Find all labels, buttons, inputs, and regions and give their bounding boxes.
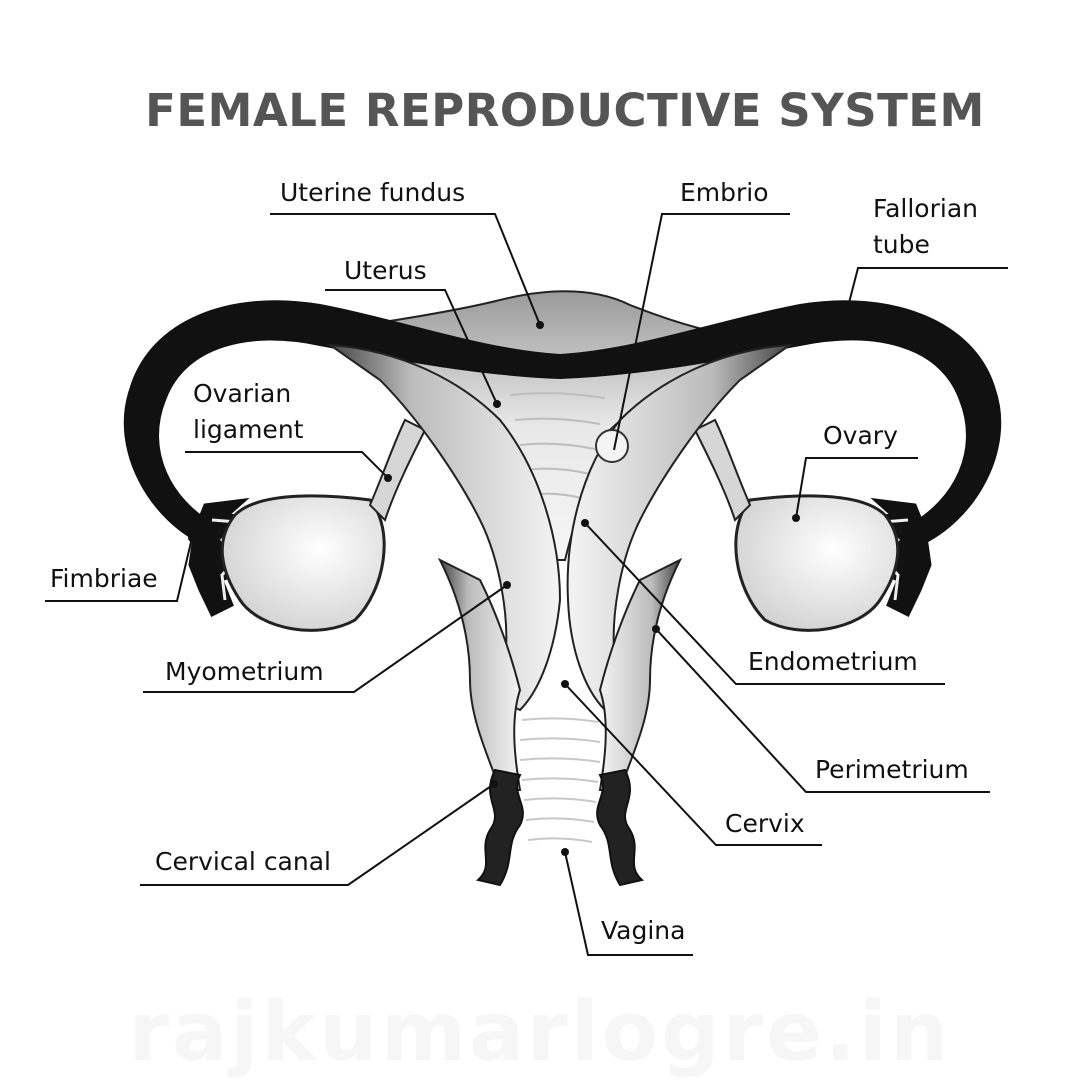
leader-ovary — [795, 457, 918, 519]
leader-myometrium — [143, 584, 508, 693]
diagram-title: FEMALE REPRODUCTIVE SYSTEM — [145, 84, 985, 137]
label-uterine-fundus: Uterine fundus — [280, 178, 466, 207]
pointer-dots — [188, 321, 846, 856]
leader-cervical-canal — [140, 783, 495, 886]
label-ovarian-ligament-line1: Ovarian — [193, 379, 292, 408]
leader-uterus — [325, 289, 498, 405]
label-ovarian-ligament-line2: ligament — [193, 415, 304, 444]
vagina-wall-left — [475, 768, 524, 887]
vagina-rugae — [519, 717, 601, 843]
label-vagina: Vagina — [601, 916, 686, 945]
leader-embrio — [613, 213, 790, 451]
label-fallorian-tube-line2: tube — [873, 230, 930, 259]
label-embrio: Embrio — [680, 178, 769, 207]
label-uterus: Uterus — [344, 256, 427, 285]
ovarian-ligament-left — [368, 418, 427, 522]
ovarian-ligament-right — [693, 418, 752, 522]
label-fallorian-tube-line1: Fallorian — [873, 194, 978, 223]
label-myometrium: Myometrium — [165, 657, 324, 686]
ovary-left — [220, 494, 386, 632]
label-endometrium: Endometrium — [748, 647, 918, 676]
leader-fallorian-tube — [841, 267, 1008, 331]
leader-fimbriae — [45, 537, 193, 602]
leader-cervix — [564, 683, 822, 846]
leader-uterine-fundus — [270, 213, 541, 326]
vagina-wall-right — [596, 768, 645, 887]
leader-endometrium — [584, 522, 945, 685]
watermark: rajkumarlogre.in — [128, 985, 952, 1080]
label-fimbriae: Fimbriae — [50, 564, 158, 593]
label-ovary: Ovary — [823, 421, 898, 450]
ovary-right — [734, 494, 900, 632]
embryo-circle — [595, 429, 629, 463]
label-perimetrium: Perimetrium — [815, 755, 969, 784]
leader-ovarian-ligament — [185, 451, 389, 479]
label-cervical-canal: Cervical canal — [155, 847, 331, 876]
leader-vagina — [564, 851, 693, 956]
label-cervix: Cervix — [725, 809, 805, 838]
leader-perimetrium — [655, 628, 990, 793]
leader-lines — [45, 213, 1008, 956]
